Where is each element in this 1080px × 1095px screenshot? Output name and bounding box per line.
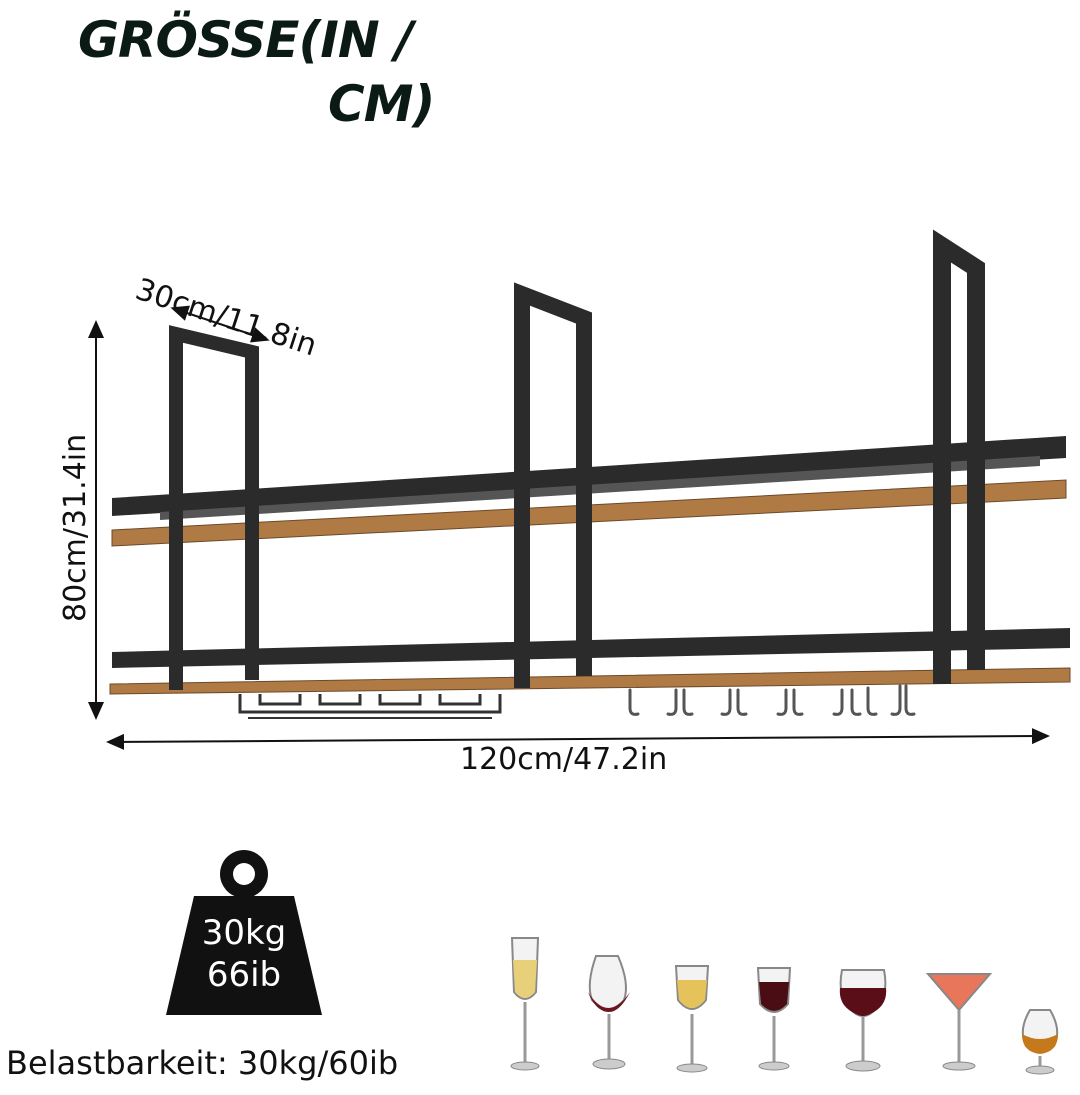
title-line-1: GRÖSSE(IN / bbox=[78, 11, 413, 69]
white-wine-glass-icon bbox=[674, 965, 710, 1073]
title-line-2: CM) bbox=[328, 75, 435, 133]
right-frame bbox=[933, 229, 985, 684]
martini-glass-icon bbox=[925, 973, 993, 1071]
stemware-rack bbox=[238, 694, 502, 719]
middle-frame bbox=[514, 282, 592, 688]
weight-lb: 66ib bbox=[206, 955, 282, 995]
weight-badge: 30kg 66ib bbox=[164, 850, 324, 1015]
champagne-flute-icon bbox=[510, 937, 540, 1071]
lower-wood-shelf bbox=[109, 667, 1071, 695]
left-frame bbox=[169, 325, 259, 690]
depth-arrow bbox=[170, 305, 270, 343]
brandy-snifter-icon bbox=[1021, 1009, 1059, 1075]
width-label: 120cm/47.2in bbox=[460, 742, 668, 777]
red-wine-glass-icon bbox=[756, 967, 792, 1071]
mug-hooks bbox=[628, 684, 916, 716]
weight-kg: 30kg bbox=[201, 913, 287, 953]
height-label: 80cm/31.4in bbox=[58, 433, 93, 622]
page-title: GRÖSSE(IN / CM) bbox=[78, 8, 498, 136]
shelf-rack-illustration bbox=[88, 229, 1071, 750]
width-arrow bbox=[106, 728, 1050, 750]
bordeaux-glass-icon bbox=[839, 969, 887, 1072]
tulip-glass-icon bbox=[588, 955, 630, 1070]
load-capacity-caption: Belastbarkeit: 30kg/60ib bbox=[6, 1044, 399, 1082]
weight-icon bbox=[166, 850, 322, 1015]
